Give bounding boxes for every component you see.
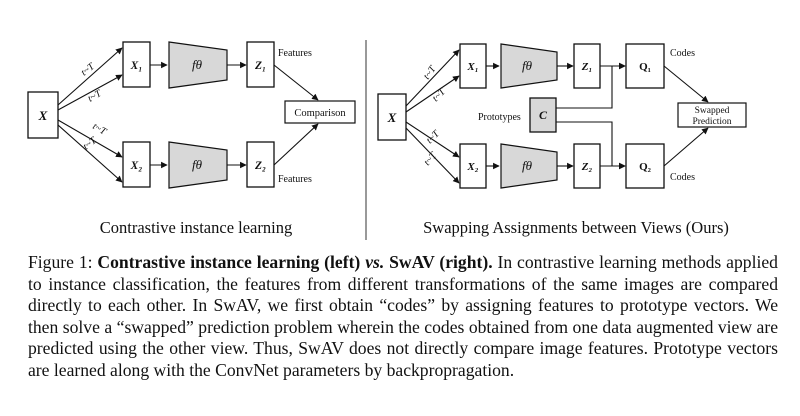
left-encoder-2-label: fθ: [192, 157, 203, 172]
right-panel: X t~T t~T t~T t~T X₁ X₂ fθ fθ Z₁ Z₂ Prot…: [377, 43, 747, 237]
left-x1-label: X₁: [130, 60, 143, 72]
left-features-label-bottom: Features: [278, 174, 312, 185]
right-q2-label: Q₂: [639, 161, 652, 173]
right-transform-label-2: t~T: [430, 86, 449, 105]
right-input-box: [377, 93, 407, 141]
left-comparison-box: [284, 100, 356, 124]
right-swapped-label-line1: Swapped: [695, 106, 730, 116]
right-encoder-2-label: fθ: [522, 158, 533, 173]
left-x1-box: [122, 41, 151, 88]
right-q1-box: [625, 43, 665, 89]
left-transform-label-4: t~T: [81, 134, 100, 152]
caption-figure-label: Figure 1:: [28, 252, 93, 272]
left-transform-label-1: t~T: [79, 60, 98, 78]
left-z2-label: Z₂: [254, 160, 266, 172]
caption-body-text: In contrastive learning methods applied …: [28, 252, 778, 380]
right-branch-arrow-1: [405, 49, 460, 107]
caption-bold-vs: vs.: [365, 252, 385, 272]
left-arrow-z2-comparison: [273, 123, 319, 166]
left-x2-label: X₂: [130, 160, 143, 172]
right-arrow-q2-swapped: [663, 127, 709, 167]
right-codes-label-bottom: Codes: [670, 172, 695, 183]
left-transform-label-2: t~T: [86, 87, 105, 104]
caption-bold-right: SwAV (right).: [389, 252, 493, 272]
right-transform-label-1: t~T: [421, 63, 439, 82]
right-x2-box: [459, 143, 487, 189]
right-x2-label: X₂: [466, 161, 478, 173]
right-z2-label: Z₂: [581, 161, 593, 173]
right-prototypes-box: [529, 97, 557, 133]
right-transform-label-4: t~T: [422, 149, 440, 168]
left-input-box: [27, 91, 59, 139]
left-z1-box: [246, 41, 275, 88]
right-transform-label-3: t~T: [424, 128, 443, 147]
left-branch-arrow-1: [57, 47, 123, 106]
left-transform-label-3: t~T: [91, 121, 110, 138]
caption-bold-left: Contrastive instance learning (left): [97, 252, 361, 272]
right-encoder-1-label: fθ: [522, 58, 533, 73]
right-prototypes-c-label: C: [539, 108, 548, 122]
right-q2-box: [625, 143, 665, 189]
left-encoder-1: [168, 41, 228, 89]
right-x1-label: X₁: [466, 61, 478, 73]
right-swapped-prediction-box: [677, 102, 747, 128]
right-branch-arrow-3: [405, 121, 460, 158]
right-input-label: X: [387, 110, 397, 125]
right-z1-box: [573, 43, 601, 89]
left-subtitle: Contrastive instance learning: [100, 218, 292, 237]
right-z2-box: [573, 143, 601, 189]
figure-caption: Figure 1: Contrastive instance learning …: [28, 252, 778, 382]
right-codes-label-top: Codes: [670, 48, 695, 59]
left-branch-arrow-4: [57, 124, 123, 183]
left-encoder-1-label: fθ: [192, 57, 203, 72]
left-encoder-2: [168, 141, 228, 189]
right-prototypes-label: Prototypes: [478, 112, 521, 123]
left-comparison-label: Comparison: [294, 108, 346, 119]
right-z1-label: Z₁: [581, 61, 593, 73]
right-encoder-1: [500, 43, 558, 89]
left-branch-arrow-3: [57, 119, 123, 158]
right-encoder-2: [500, 143, 558, 189]
left-branch-arrow-2: [57, 74, 123, 111]
left-input-label: X: [38, 108, 48, 123]
left-z1-label: Z₁: [254, 60, 266, 72]
right-arrow-q1-swapped: [663, 65, 709, 103]
right-subtitle: Swapping Assignments between Views (Ours…: [423, 218, 729, 237]
right-swapped-label-line2: Prediction: [692, 117, 731, 127]
left-panel: X t~T t~T t~T t~T X₁ X₂ fθ fθ Z₁ Z₂ Feat…: [27, 41, 356, 237]
left-features-label-top: Features: [278, 48, 312, 59]
left-arrow-z1-comparison: [273, 64, 319, 101]
right-branch-arrow-2: [405, 75, 460, 113]
right-branch-arrow-4: [405, 127, 460, 184]
right-q1-label: Q₁: [639, 61, 651, 73]
